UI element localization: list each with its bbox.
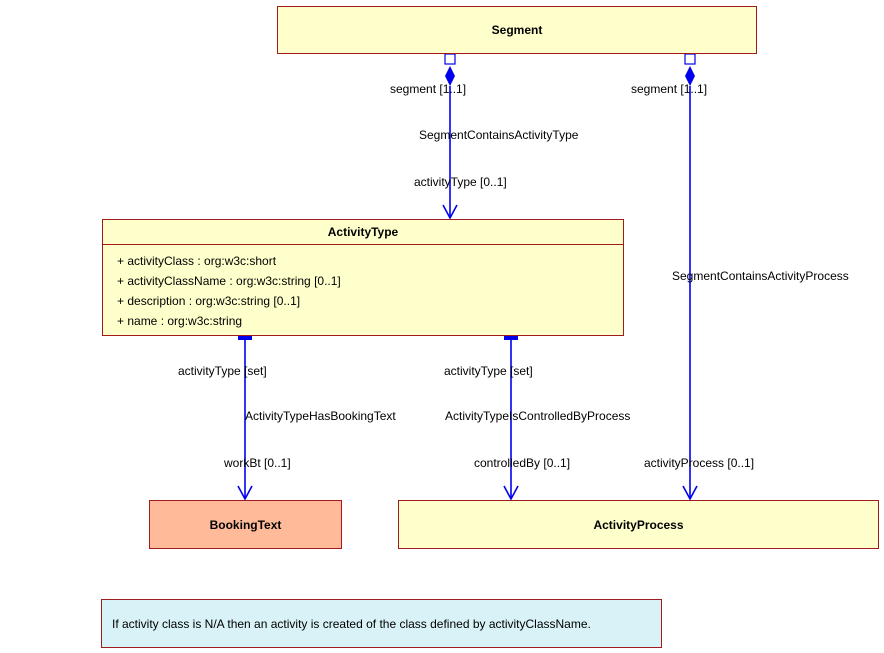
port-square-icon <box>444 53 456 65</box>
class-bookingtext-name: BookingText <box>209 517 282 532</box>
association-name-label: SegmentContainsActivityProcess <box>672 269 849 283</box>
arrowhead-icon <box>682 485 698 501</box>
composition-diamond-icon <box>445 66 455 86</box>
class-bookingtext[interactable]: BookingText <box>149 500 342 549</box>
port-bar-icon <box>504 336 518 340</box>
arrowhead-icon <box>442 204 458 220</box>
port-square-icon <box>684 53 696 65</box>
class-segment-name: Segment <box>491 23 543 37</box>
role-label-workbt: workBt [0..1] <box>224 456 291 470</box>
role-label-activitytype: activityType [set] <box>444 364 533 378</box>
class-activitytype-attributes: + activityClass : org:w3c:short + activi… <box>103 245 623 331</box>
note-text: If activity class is N/A then an activit… <box>112 616 591 631</box>
attribute-row: + activityClassName : org:w3c:string [0.… <box>117 274 341 288</box>
class-activitytype[interactable]: ActivityType + activityClass : org:w3c:s… <box>102 219 624 336</box>
port-bar-icon <box>238 336 252 340</box>
arrowhead-icon <box>237 485 253 501</box>
role-label-segment: segment [1..1] <box>390 82 467 96</box>
role-label-activitytype: activityType [0..1] <box>414 175 507 189</box>
association-name-label: ActivityTypeHasBookingText <box>245 409 396 423</box>
attribute-row: + name : org:w3c:string <box>117 314 243 328</box>
class-activityprocess-name: ActivityProcess <box>593 517 684 532</box>
class-activitytype-header: ActivityType <box>103 220 623 245</box>
role-label-activitytype: activityType [set] <box>178 364 267 378</box>
role-label-activityprocess: activityProcess [0..1] <box>644 456 755 470</box>
composition-diamond-icon <box>685 66 695 86</box>
class-activityprocess[interactable]: ActivityProcess <box>398 500 879 549</box>
association-name-label: SegmentContainsActivityType <box>419 128 579 142</box>
attribute-row: + activityClass : org:w3c:short <box>117 254 277 268</box>
role-label-controlledby: controlledBy [0..1] <box>474 456 571 470</box>
role-label-segment: segment [1..1] <box>631 82 708 96</box>
association-name-label: ActivityTypeIsControlledByProcess <box>445 409 631 423</box>
note[interactable]: If activity class is N/A then an activit… <box>101 599 662 648</box>
class-activitytype-name: ActivityType <box>327 225 399 239</box>
class-segment[interactable]: Segment <box>277 6 757 54</box>
attribute-row: + description : org:w3c:string [0..1] <box>117 294 301 308</box>
arrowhead-icon <box>503 485 519 501</box>
